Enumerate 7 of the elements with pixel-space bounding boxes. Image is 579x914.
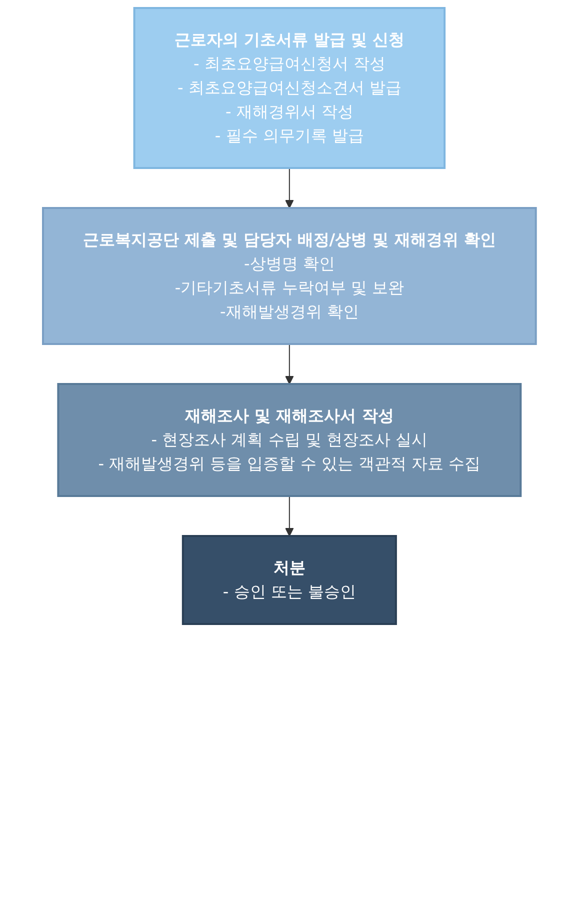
node-box: 처분 - 승인 또는 불승인 [182, 535, 398, 625]
node-box: 재해조사 및 재해조사서 작성 - 현장조사 계획 수립 및 현장조사 실시 - 재해발생경위 등을 입증할 수 있는 객관적 자료 수집 [57, 383, 522, 497]
arrow [285, 496, 294, 536]
node-box: 근로복지공단 제출 및 담당자 배정/상병 및 재해경위 확인 -상병명 확인 -기타기초서류 누락여부 및 보완 -재해발생경위 확인 [42, 207, 537, 345]
arrow [285, 168, 294, 208]
node-box: 근로자의 기초서류 발급 및 신청 - 최초요양급여신청서 작성 - 최초요양급여신청소견서 발급 - 재해경위서 작성 - 필수 의무기록 발급 [133, 7, 446, 169]
arrow [285, 344, 294, 384]
